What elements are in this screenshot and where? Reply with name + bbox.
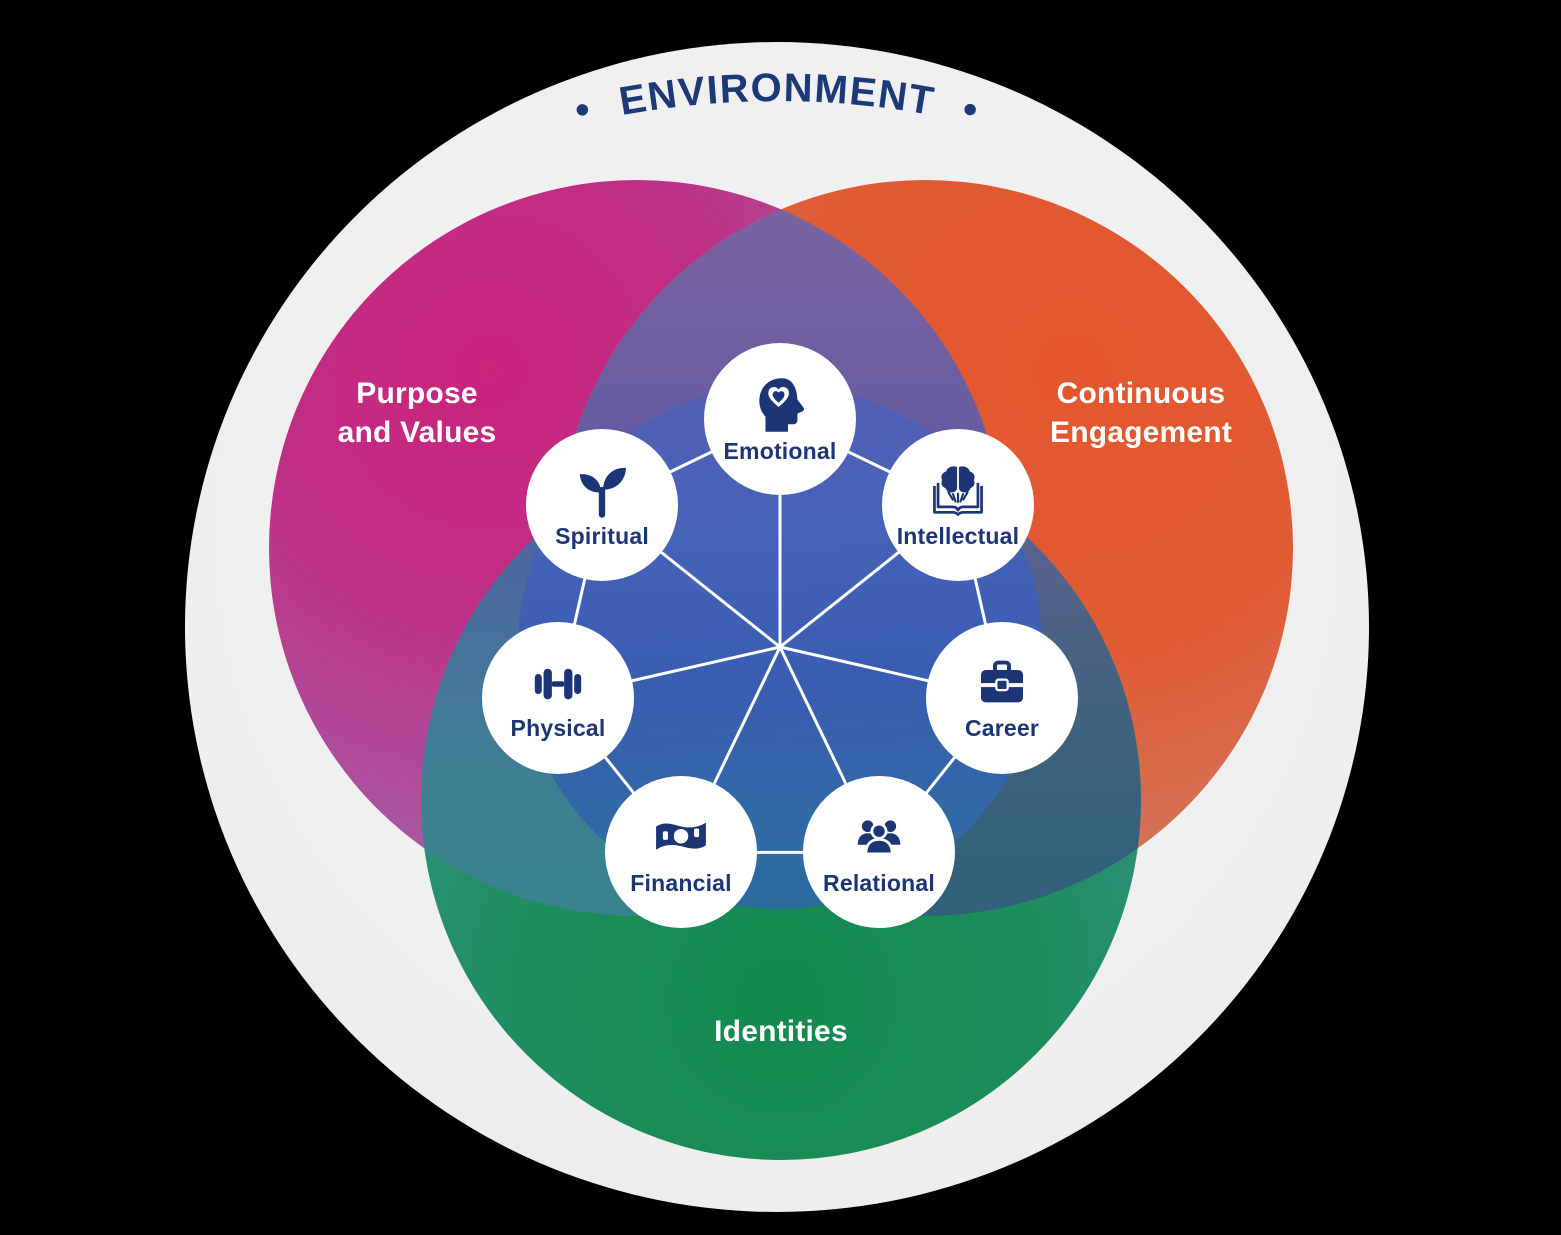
head-heart-icon	[759, 378, 805, 432]
wheel-item-label: Physical	[510, 715, 606, 741]
wheel-item-financial: Financial	[605, 776, 757, 928]
wheel-item-relational: Relational	[803, 776, 955, 928]
wheel-item-label: Relational	[823, 870, 935, 896]
title-dot-left: •	[571, 87, 596, 133]
briefcase-icon	[981, 660, 1023, 703]
wheel-item-label: Spiritual	[555, 523, 649, 549]
wheel-item-spiritual: Spiritual	[526, 429, 678, 581]
wheel-item-emotional: Emotional	[704, 343, 856, 495]
wheel-item-physical: Physical	[482, 622, 634, 774]
title-text: ENVIRONMENT	[616, 66, 938, 124]
identities-label: Identities	[714, 1015, 848, 1048]
wheel-item-career: Career	[926, 622, 1078, 774]
svg-text:• ENVIRONMENT: • ENVIRONMENT •	[571, 66, 983, 133]
people-group-icon	[857, 820, 901, 856]
wheel-item-label: Intellectual	[896, 523, 1020, 549]
book-brain-icon	[933, 466, 983, 516]
wheel-item-intellectual: Intellectual	[882, 429, 1034, 581]
purpose-and-values-label: Purpose and Values	[337, 377, 497, 449]
dumbbell-icon	[534, 668, 582, 700]
seedling-icon	[579, 467, 627, 518]
title-dot-right: •	[958, 87, 983, 133]
wheel-item-label: Emotional	[723, 438, 837, 464]
wheel-item-label: Financial	[630, 870, 732, 896]
wheel-item-label: Career	[964, 715, 1040, 741]
banknote-icon	[656, 822, 706, 850]
continuous-engagement-label: Continuous Engagement	[1049, 377, 1233, 449]
